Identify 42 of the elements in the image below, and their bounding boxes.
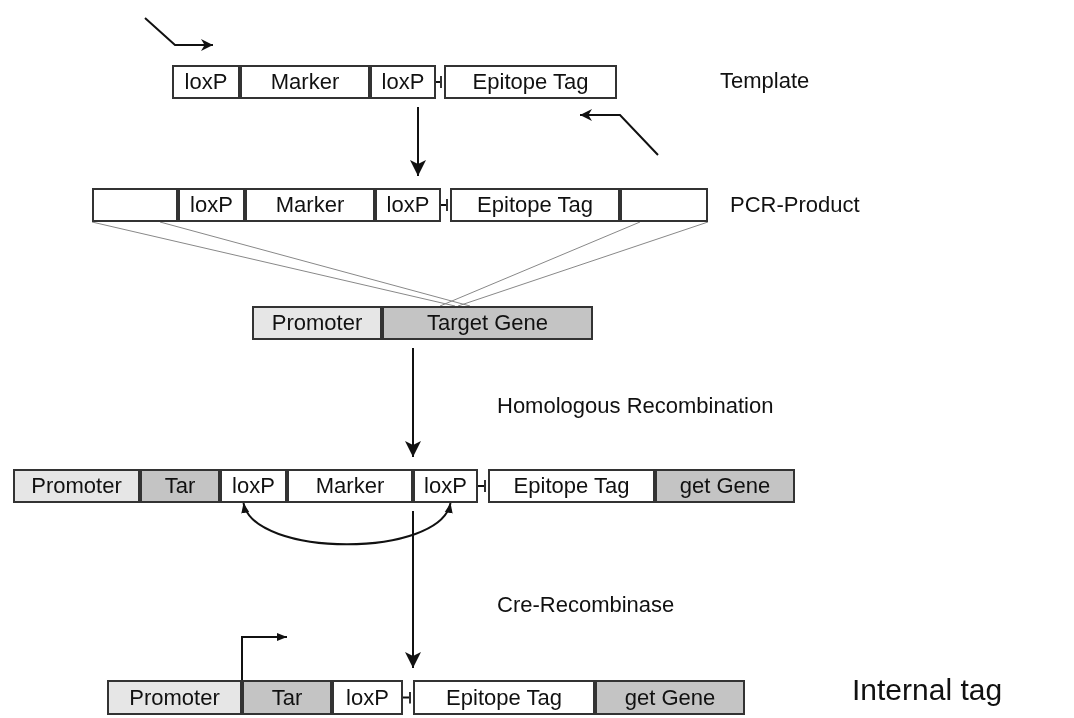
arrow [410, 106, 426, 177]
flank-box [92, 188, 178, 222]
gene-segment: Epitope Tag [450, 188, 620, 222]
linker-line [402, 690, 411, 705]
gene-segment: Tar [140, 469, 220, 503]
double-arrow [242, 502, 452, 546]
gene-segment: loxP [172, 65, 240, 99]
arrow [241, 633, 288, 681]
gene-segment: Epitope Tag [488, 469, 655, 503]
gene-segment: Epitope Tag [444, 65, 617, 99]
step-label: PCR-Product [730, 192, 860, 218]
gene-segment: get Gene [595, 680, 745, 715]
connector-line [159, 221, 471, 307]
step-label: Homologous Recombination [497, 393, 774, 419]
gene-segment: Tar [242, 680, 332, 715]
linker-line [435, 75, 442, 89]
figure-caption: Internal tag [852, 673, 1003, 707]
connector-line [439, 221, 641, 307]
gene-segment: Marker [245, 188, 375, 222]
gene-segment: Promoter [107, 680, 242, 715]
gene-segment: Target Gene [382, 306, 593, 340]
linker-line [477, 479, 486, 493]
connector-line [457, 221, 709, 307]
gene-segment: loxP [178, 188, 245, 222]
gene-segment: loxP [375, 188, 441, 222]
arrow [405, 510, 421, 669]
gene-segment: loxP [413, 469, 478, 503]
gene-segment: loxP [220, 469, 287, 503]
arrow [405, 347, 421, 458]
connector-line [91, 221, 456, 307]
gene-segment: loxP [332, 680, 403, 715]
gene-segment: Promoter [13, 469, 140, 503]
gene-segment: loxP [370, 65, 436, 99]
gene-segment: Marker [240, 65, 370, 99]
gene-segment: Marker [287, 469, 413, 503]
gene-segment: Promoter [252, 306, 382, 340]
gene-segment: Epitope Tag [413, 680, 595, 715]
step-label: Cre-Recombinase [497, 592, 675, 618]
gene-segment: get Gene [655, 469, 795, 503]
step-label: Template [720, 68, 810, 94]
linker-line [440, 198, 448, 212]
flank-box [620, 188, 708, 222]
